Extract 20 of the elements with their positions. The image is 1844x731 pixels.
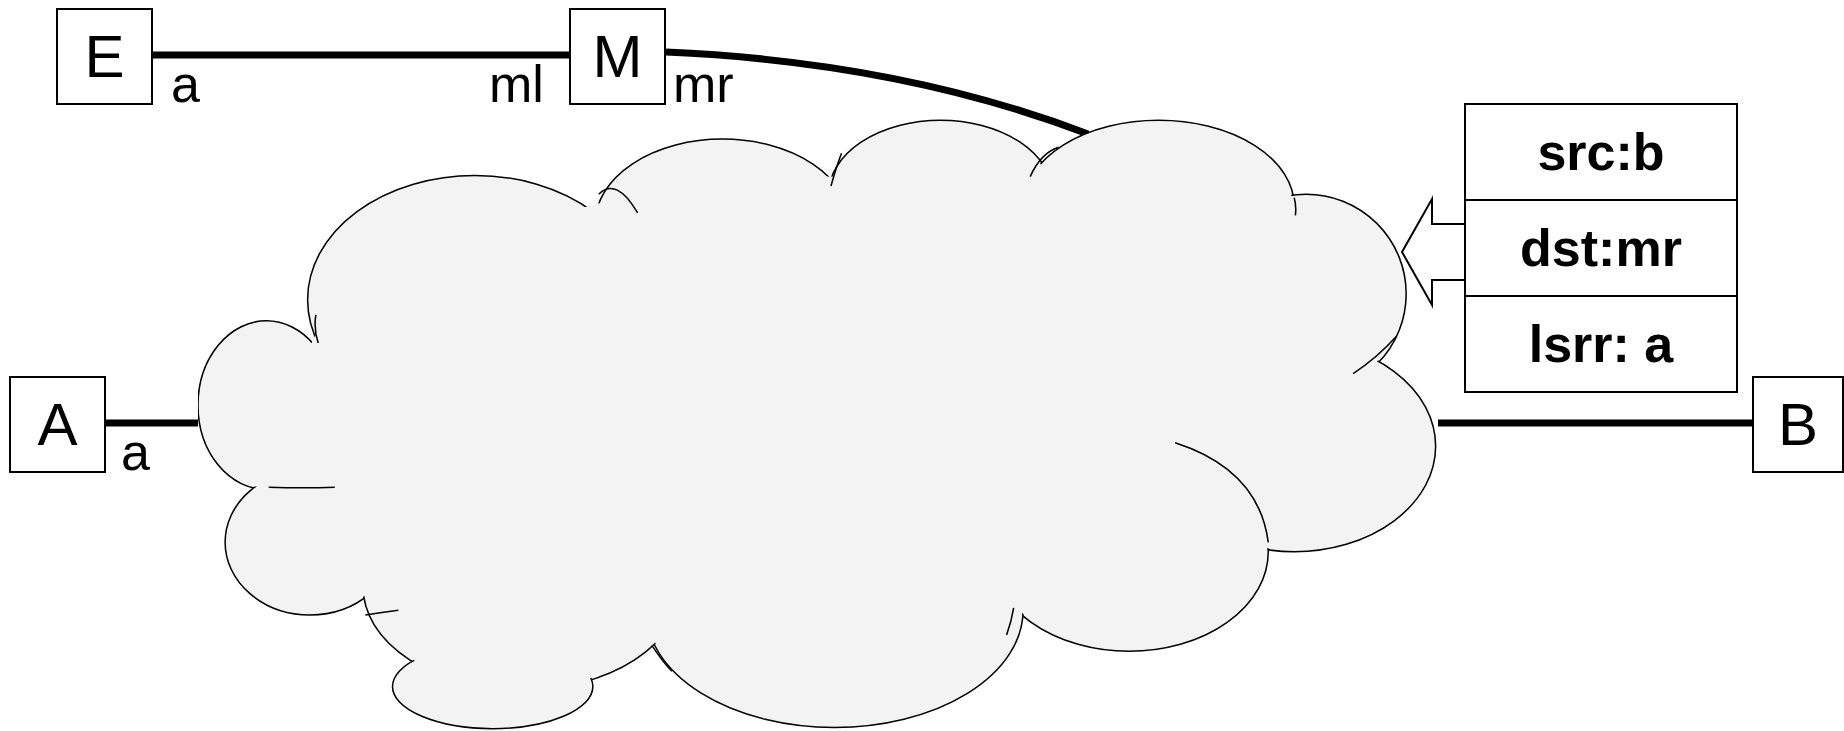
interface-label: ml	[489, 58, 544, 110]
node-label: A	[37, 394, 78, 455]
node-label: M	[592, 26, 643, 87]
connector-line	[153, 51, 569, 59]
interface-label: a	[171, 58, 200, 110]
node-box	[569, 8, 666, 105]
node-label: B	[1778, 394, 1818, 455]
header-field: src:b	[1466, 105, 1736, 199]
connector-line	[106, 419, 198, 427]
block-arrow	[1400, 195, 1465, 309]
interface-label: mr	[673, 58, 734, 110]
packet-header-box	[1464, 103, 1738, 393]
node-box	[1752, 376, 1844, 473]
node-box	[9, 376, 106, 473]
header-field: lsrr: a	[1466, 295, 1736, 391]
interface-label: a	[121, 426, 150, 478]
node-box	[56, 8, 153, 105]
header-field: dst:mr	[1466, 199, 1736, 295]
node-label: E	[84, 26, 125, 87]
connector-line	[665, 48, 1090, 138]
